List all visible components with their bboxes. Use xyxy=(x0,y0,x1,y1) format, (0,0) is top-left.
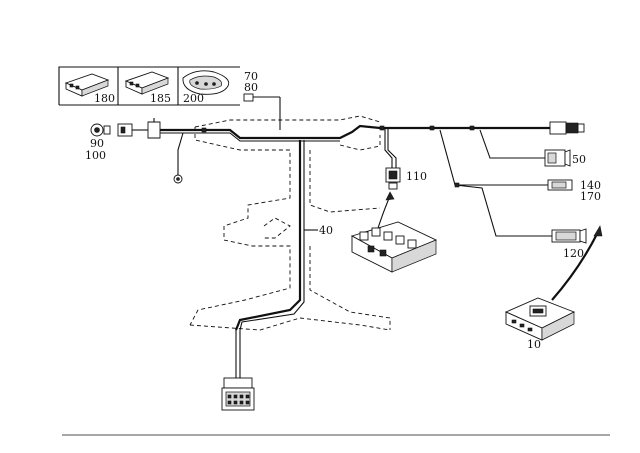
part-180-module xyxy=(64,73,110,97)
label-10: 10 xyxy=(527,338,541,351)
part-185-module xyxy=(124,71,170,95)
connector-140-170 xyxy=(547,179,573,191)
variant-inset: 180 185 200 xyxy=(58,66,240,106)
connector-110 xyxy=(385,167,401,190)
arrow-to-120 xyxy=(551,225,603,301)
part-200-module xyxy=(182,70,230,95)
label-185: 185 xyxy=(150,92,171,105)
label-70: 70 xyxy=(244,70,258,83)
label-170: 170 xyxy=(580,190,601,203)
label-110: 110 xyxy=(406,170,427,183)
label-140: 140 xyxy=(580,179,601,192)
label-90: 90 xyxy=(90,137,104,150)
relay-block xyxy=(350,221,438,273)
plug-90-100 xyxy=(90,123,111,137)
left-connector xyxy=(117,118,161,139)
ground-wire xyxy=(173,132,184,184)
label-100: 100 xyxy=(85,149,106,162)
label-180: 180 xyxy=(94,92,115,105)
body-outline-dashed xyxy=(189,115,391,331)
label-50: 50 xyxy=(572,153,586,166)
label-120: 120 xyxy=(563,247,584,260)
connector-70-80 xyxy=(243,93,281,130)
label-80: 80 xyxy=(244,81,258,94)
connector-50 xyxy=(544,149,571,167)
label-40: 40 xyxy=(319,224,333,237)
connector-right-top xyxy=(549,121,585,135)
arrow-to-110 xyxy=(377,191,395,229)
main-harness xyxy=(160,124,552,378)
lower-connector-plug xyxy=(221,377,255,411)
label-200: 200 xyxy=(183,92,204,105)
control-unit-10 xyxy=(504,297,576,341)
connector-120 xyxy=(551,228,587,244)
